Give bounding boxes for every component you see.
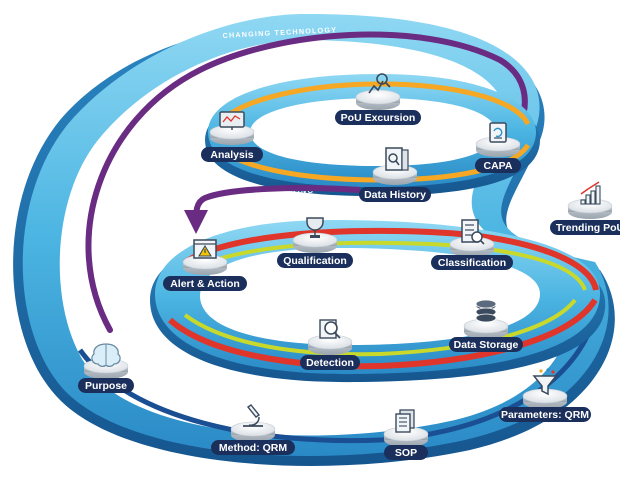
node-data-storage: Data Storage bbox=[449, 299, 523, 352]
trophy-icon bbox=[306, 217, 324, 238]
pedestal bbox=[522, 388, 568, 409]
node-analysis: Analysis bbox=[201, 111, 263, 162]
pedestal bbox=[567, 198, 613, 219]
node-label: SOP bbox=[384, 445, 428, 460]
node-label: Analysis bbox=[201, 147, 263, 162]
node-label-text: Detection bbox=[306, 357, 354, 369]
node-label: Method: QRM bbox=[211, 440, 295, 455]
pedestal bbox=[307, 334, 353, 355]
pedestal bbox=[383, 426, 429, 447]
node-label-text: Alert & Action bbox=[170, 278, 240, 290]
node-label: CAPA bbox=[475, 158, 521, 173]
pedestal bbox=[230, 421, 276, 442]
node-label: Data History bbox=[359, 187, 431, 202]
checklist-search-icon bbox=[461, 219, 485, 245]
clipboard-cycle-icon bbox=[489, 122, 507, 143]
node-label-text: PoU Excursion bbox=[341, 112, 416, 124]
pedestal bbox=[475, 136, 521, 157]
pedestal bbox=[292, 232, 338, 253]
node-parameters-qrm: Parameters: QRM bbox=[499, 368, 591, 422]
middle-ring bbox=[150, 220, 606, 383]
node-method-qrm: Method: QRM bbox=[211, 404, 295, 455]
node-sop: SOP bbox=[383, 409, 429, 460]
node-label: PoU Excursion bbox=[335, 110, 421, 125]
node-label-text: CAPA bbox=[484, 160, 513, 172]
node-label-text: Method: QRM bbox=[219, 442, 287, 454]
node-label-text: SOP bbox=[395, 447, 417, 459]
node-data-history: Data History bbox=[359, 147, 431, 202]
bar-chart-up-icon bbox=[580, 181, 601, 205]
node-label-text: Qualification bbox=[283, 255, 347, 267]
pedestal bbox=[463, 318, 509, 339]
node-alert-action: Alert & Action bbox=[163, 239, 247, 291]
node-label: Data Storage bbox=[449, 337, 523, 352]
node-label-text: Data History bbox=[364, 189, 426, 201]
brain-icon bbox=[91, 343, 121, 368]
warning-window-icon bbox=[193, 239, 217, 259]
pedestal bbox=[209, 124, 255, 145]
node-label: Alert & Action bbox=[163, 276, 247, 291]
magnifier-chart-icon bbox=[368, 73, 391, 94]
node-label: Trending PoU bbox=[550, 220, 620, 235]
node-capa: CAPA bbox=[475, 122, 521, 173]
node-label: Parameters: QRM bbox=[499, 407, 591, 422]
documents-icon bbox=[395, 409, 415, 433]
pedestal bbox=[449, 236, 495, 257]
node-label: Detection bbox=[300, 355, 360, 370]
node-label-text: Data Storage bbox=[454, 339, 519, 351]
node-label: Purpose bbox=[78, 378, 134, 393]
node-purpose: Purpose bbox=[78, 343, 134, 393]
document-search-icon bbox=[385, 147, 409, 171]
node-label-text: Trending PoU bbox=[556, 222, 620, 234]
node-label: Classification bbox=[431, 255, 513, 270]
node-label: Qualification bbox=[277, 253, 353, 268]
adjusting-arrow bbox=[184, 185, 361, 234]
node-qualification: Qualification bbox=[277, 217, 353, 268]
node-label-text: Purpose bbox=[85, 380, 127, 392]
node-label-text: Classification bbox=[438, 257, 506, 269]
search-cursor-icon bbox=[319, 319, 341, 339]
microscope-icon bbox=[243, 404, 263, 427]
database-icon bbox=[475, 299, 497, 323]
node-classification: Classification bbox=[431, 219, 513, 270]
filter-funnel-icon bbox=[532, 368, 558, 396]
node-label-text: Parameters: QRM bbox=[501, 409, 589, 421]
pedestal bbox=[355, 89, 401, 110]
node-label-text: Analysis bbox=[210, 149, 253, 161]
monitor-analysis-icon bbox=[219, 111, 245, 130]
node-pou-excursion: PoU Excursion bbox=[335, 73, 421, 125]
node-detection: Detection bbox=[300, 319, 360, 370]
node-trending-pou: Trending PoU bbox=[550, 181, 620, 235]
